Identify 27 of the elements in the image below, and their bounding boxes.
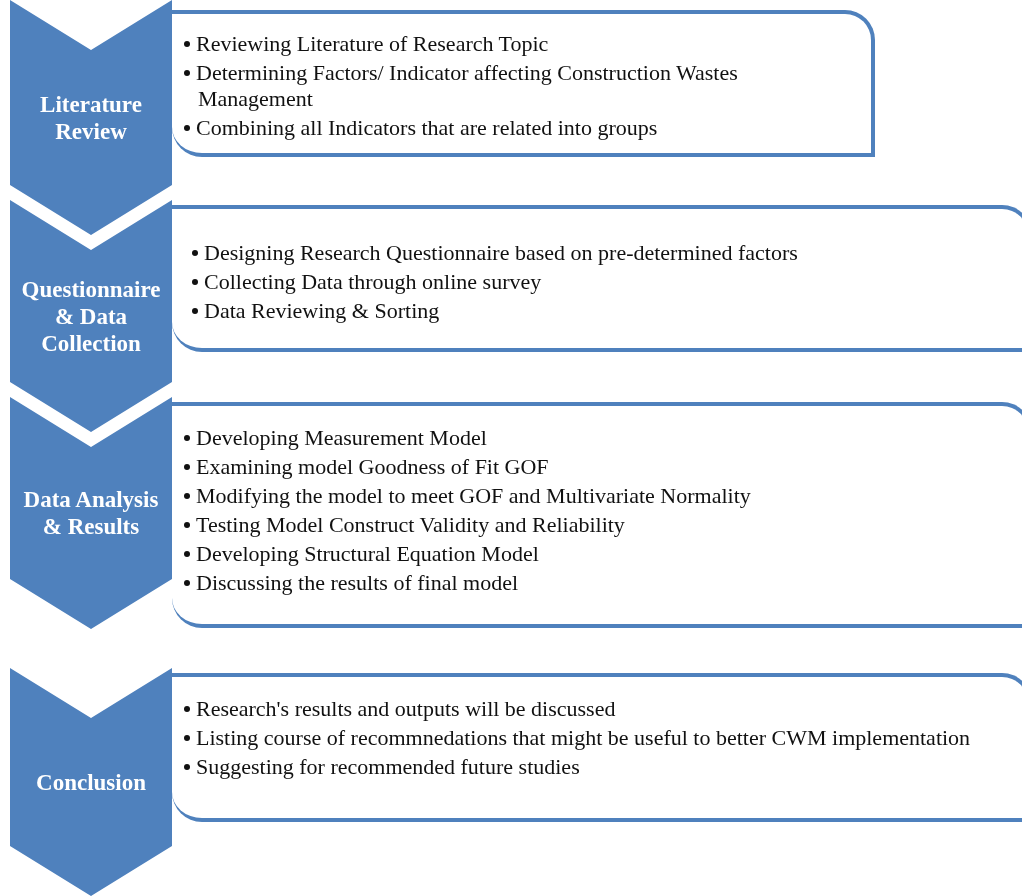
- bullet-text: Modifying the model to meet GOF and Multivariate Normality: [196, 483, 751, 508]
- bullet-text: Examining model Goodness of Fit GOF: [196, 454, 549, 479]
- stage-title: Data Analysis & Results: [22, 486, 160, 540]
- bullet-text: Discussing the results of final model: [196, 570, 518, 595]
- bullet-text: Research's results and outputs will be discussed: [196, 696, 616, 721]
- stage-title: Literature Review: [39, 90, 143, 145]
- stage-title: Questionnaire & Data Collection: [21, 275, 161, 357]
- bullet-text: Determining Factors/ Indicator affecting Construction Wastes Management: [196, 60, 738, 111]
- stage-title: Conclusion: [36, 768, 146, 796]
- bullet-text: Combining all Indicators that are related into groups: [196, 115, 658, 140]
- bullet-text: Suggesting for recommended future studies: [196, 754, 580, 779]
- bullet-text: Reviewing Literature of Research Topic: [196, 31, 549, 56]
- bullet-text: Data Reviewing & Sorting: [204, 298, 440, 323]
- content-panel: [172, 673, 1022, 822]
- bullet-text: Developing Structural Equation Model: [196, 541, 539, 566]
- bullet-text: Designing Research Questionnaire based on pre-determined factors: [204, 240, 798, 265]
- bullet-text: Developing Measurement Model: [196, 425, 487, 450]
- bullet-text: Collecting Data through online survey: [204, 269, 542, 294]
- chevron-shape: [10, 200, 172, 432]
- chevron-shape: [10, 0, 172, 235]
- chevron-shape: [10, 397, 172, 629]
- content-panel: [172, 205, 1022, 352]
- content-panel: [172, 10, 875, 157]
- bullet-text: Testing Model Construct Validity and Reliability: [196, 512, 625, 537]
- content-panel: [172, 402, 1022, 628]
- bullet-text: Listing course of recommnedations that might be useful to better CWM implementation: [196, 725, 971, 750]
- chevron-shape: [10, 668, 172, 896]
